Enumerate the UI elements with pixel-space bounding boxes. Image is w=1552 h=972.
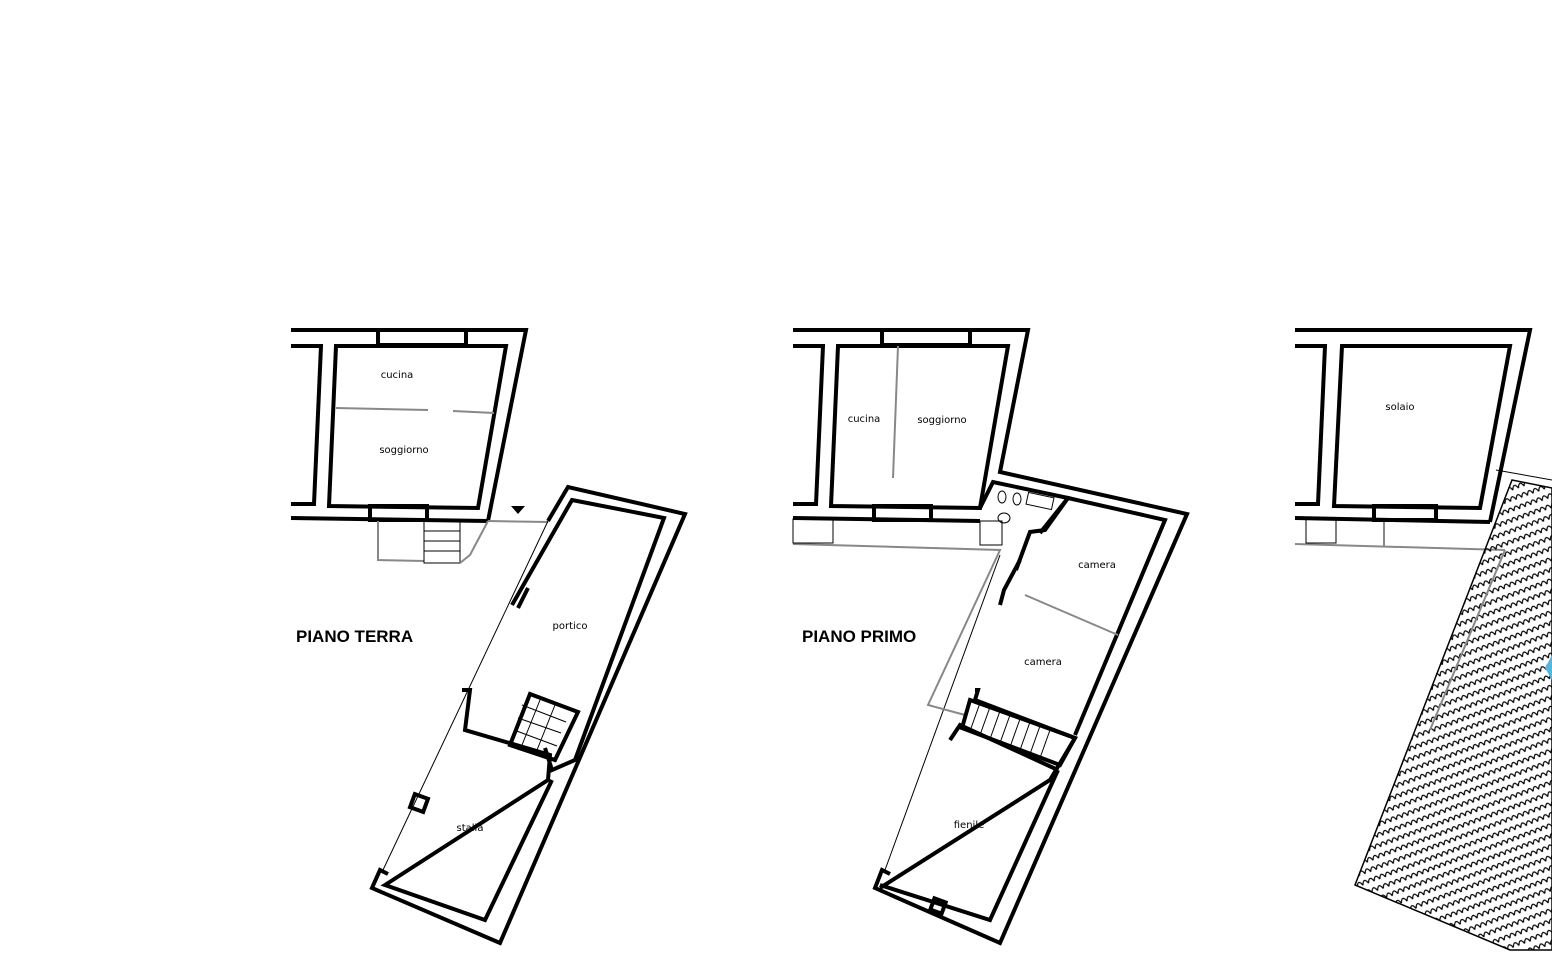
roof-tiles	[1354, 479, 1552, 951]
stairs	[507, 691, 581, 763]
upper-building-walls	[792, 328, 1190, 946]
plan-title: PIANO PRIMO	[802, 627, 916, 646]
room-label: cucina	[848, 414, 881, 425]
blue-marker	[1545, 655, 1552, 680]
room-label: soggiorno	[917, 415, 966, 426]
room-label: camera	[1078, 560, 1116, 571]
stairs	[792, 518, 1078, 768]
plan-solaio: solaio	[1294, 328, 1552, 951]
room-label: soggiorno	[379, 445, 428, 456]
upper-building-walls	[290, 328, 529, 523]
room-label: camera	[1024, 657, 1062, 668]
entrance-steps	[377, 506, 549, 564]
plan-piano-terra: cucina soggiorno portico stalla PIANO TE…	[290, 328, 688, 946]
entrance-arrow-icon	[511, 506, 525, 514]
room-label: cucina	[381, 370, 414, 381]
lower-building-walls	[369, 484, 688, 946]
room-label: fienile	[954, 820, 985, 831]
plan-title: PIANO TERRA	[296, 627, 413, 646]
room-label: portico	[553, 621, 588, 632]
room-label: solaio	[1385, 402, 1414, 413]
bathroom-fixtures	[997, 490, 1055, 524]
plan-piano-primo: cucina soggiorno camera camera fienile P…	[792, 328, 1190, 946]
room-label: stalla	[457, 823, 484, 834]
